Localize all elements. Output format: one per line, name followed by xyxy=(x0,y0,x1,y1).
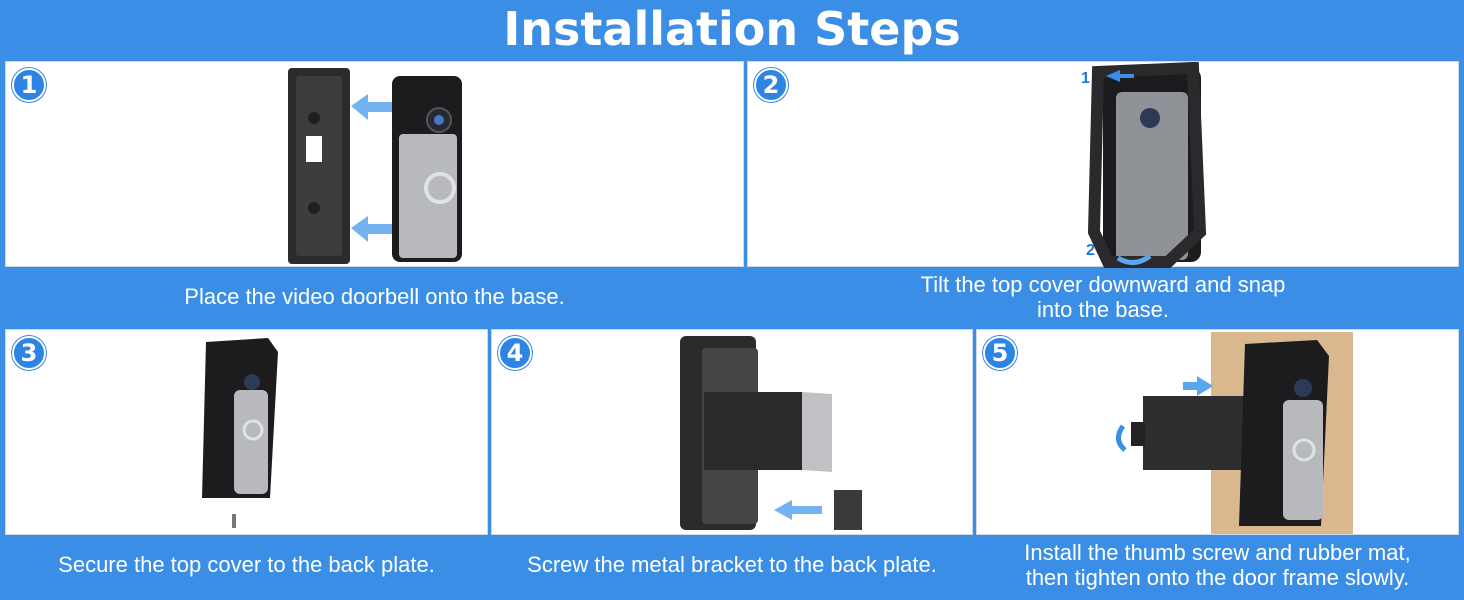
step-2-caption-line-1: Tilt the top cover downward and snap xyxy=(920,271,1286,297)
screw-icon xyxy=(232,514,236,528)
step-3-number-badge: 3 xyxy=(12,336,46,370)
arrow-icon xyxy=(774,500,822,520)
step-3-panel: 3 Secure the top cover to the back plate… xyxy=(5,329,488,595)
arrow-icon xyxy=(1106,70,1134,82)
step-4-panel: 4 Screw the metal bracket to the back pl… xyxy=(491,329,973,595)
metal-bracket xyxy=(704,392,802,470)
arrow-icon xyxy=(351,216,401,242)
step-1-caption: Place the video doorbell onto the base. xyxy=(184,284,565,310)
step-5-number-badge: 5 xyxy=(983,336,1017,370)
small-bracket xyxy=(834,490,862,530)
step-2-image-area: 2 1 2 xyxy=(747,61,1459,268)
step-5-caption-line-2: then tighten onto the door frame slowly. xyxy=(1025,565,1410,590)
step-2-label-2: 2 xyxy=(1086,242,1095,259)
mount-block xyxy=(1143,396,1249,470)
step-2-caption-line-2: into the base. xyxy=(1036,297,1170,322)
step-2-panel: 2 1 2 Tilt the top cover downward and sn… xyxy=(747,61,1459,327)
step-1-image-area: 1 xyxy=(5,61,744,267)
step-1-number-badge: 1 xyxy=(12,68,46,102)
step-2-illustration xyxy=(1087,62,1207,268)
top-cover xyxy=(1087,62,1207,268)
step-5-image-area: 5 xyxy=(976,329,1459,535)
arrow-icon xyxy=(351,94,401,120)
step-4-illustration xyxy=(680,336,862,530)
step-5-caption: Install the thumb screw and rubber mat, … xyxy=(976,535,1459,595)
step-4-caption: Screw the metal bracket to the back plat… xyxy=(527,552,937,578)
step-5-illustration xyxy=(1116,332,1353,534)
arrow-icon xyxy=(1183,376,1213,396)
step-4-image-area: 4 xyxy=(491,329,973,535)
step-3-caption: Secure the top cover to the back plate. xyxy=(58,552,435,578)
step-5-panel: 5 Install the thumb screw and rubber mat… xyxy=(976,329,1459,595)
step-5-caption-line-1: Install the thumb screw and rubber mat, xyxy=(1024,539,1411,565)
step-1-illustration xyxy=(288,68,462,264)
step-2-caption: Tilt the top cover downward and snap int… xyxy=(747,267,1459,327)
rotate-arrow-icon xyxy=(1116,424,1127,452)
step-2-number-badge: 2 xyxy=(754,68,788,102)
step-1-panel: 1 Place the video doorbell onto the base… xyxy=(5,61,744,327)
step-4-number-badge: 4 xyxy=(498,336,532,370)
page-title: Installation Steps xyxy=(0,0,1464,58)
step-3-illustration xyxy=(202,338,278,528)
rotate-arrow-icon xyxy=(1116,253,1152,265)
step-3-image-area: 3 xyxy=(5,329,488,535)
step-2-label-1: 1 xyxy=(1081,70,1090,87)
